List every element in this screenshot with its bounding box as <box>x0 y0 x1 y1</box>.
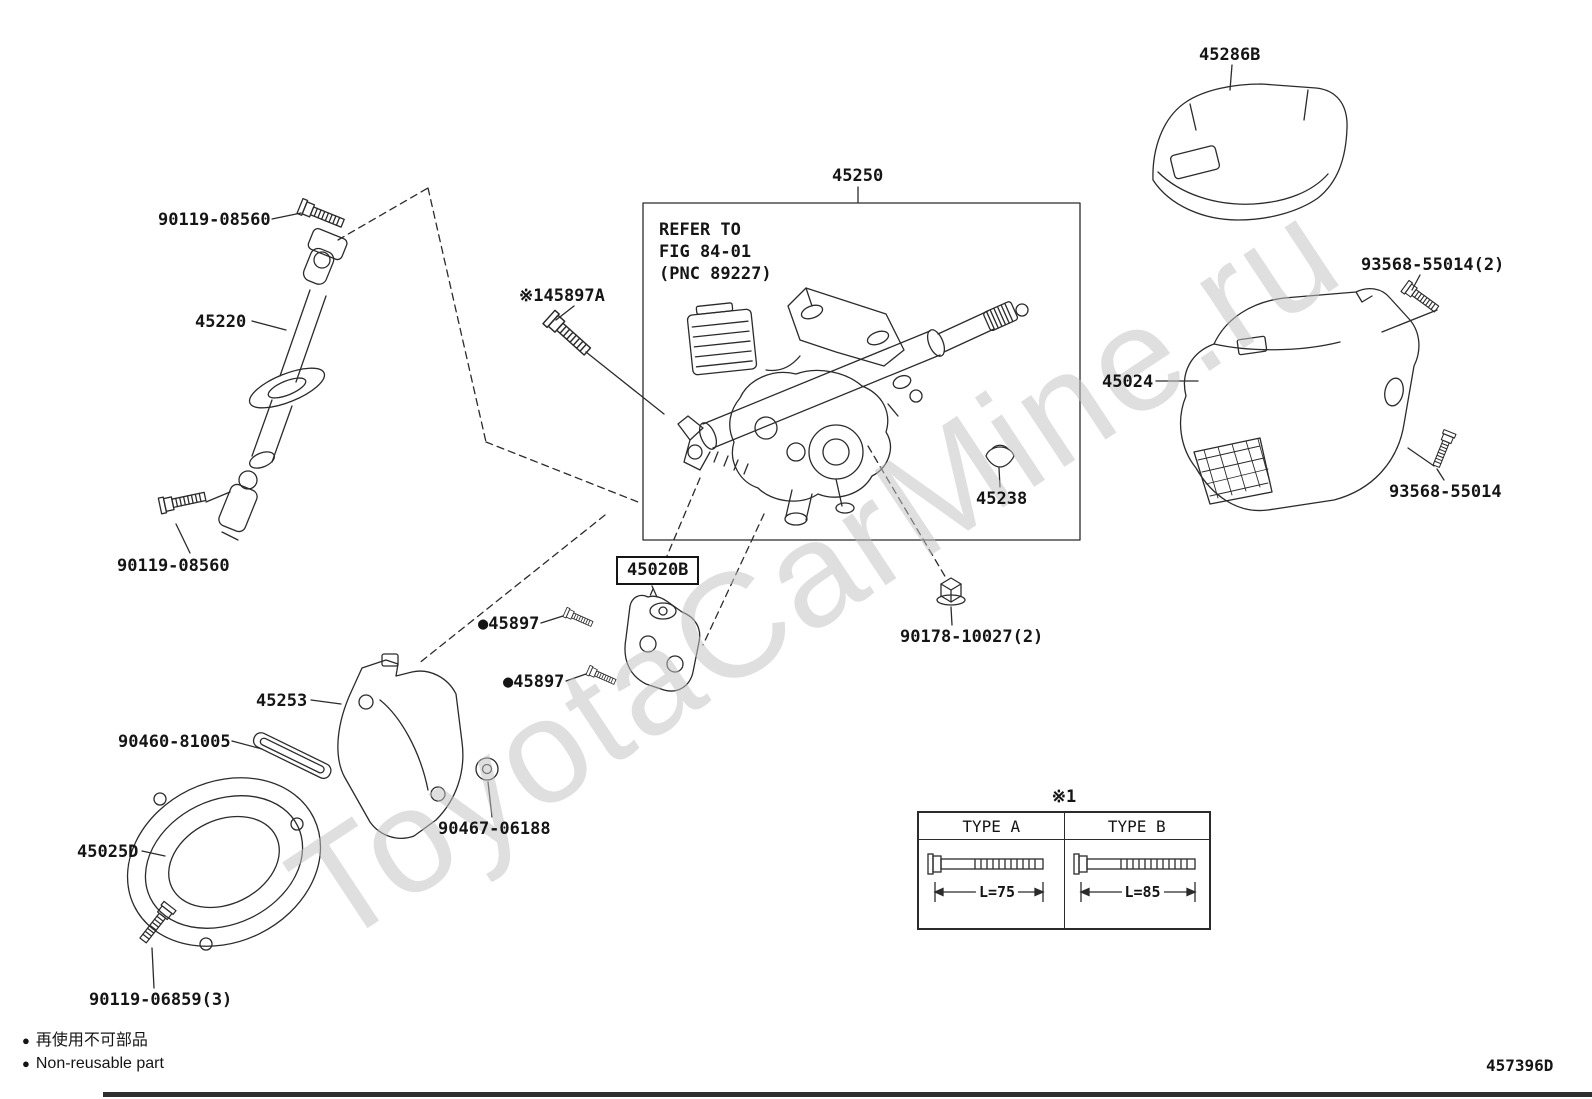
part-label-93568-55014-upper[interactable]: 93568-55014(2) <box>1361 255 1505 275</box>
nut-drawing <box>936 577 966 606</box>
legend: ● 再使用不可部品 ● Non-reusable part <box>22 1029 164 1075</box>
non-reusable-bullet-icon: ● <box>22 1033 30 1048</box>
bottom-bar <box>103 1092 1592 1097</box>
refer-note-line2: FIG 84-01 <box>659 242 752 262</box>
bolt-length-b: L=85 <box>1121 883 1164 901</box>
part-label-90178-10027[interactable]: 90178-10027(2) <box>900 627 1044 647</box>
construction-lines <box>337 187 947 665</box>
clip-drawing <box>985 444 1015 468</box>
part-label-90119-06859[interactable]: 90119-06859(3) <box>89 990 233 1010</box>
part-label-45024[interactable]: 45024 <box>1102 372 1154 392</box>
table-title: ※1 <box>1051 787 1077 807</box>
bolt-type-table: ※1 TYPE A TYPE B <box>917 787 1211 930</box>
part-label-93568-55014-lower[interactable]: 93568-55014 <box>1389 482 1502 502</box>
refer-note-line3: (PNC 89227) <box>659 264 772 284</box>
figure-number: 457396D <box>1486 1056 1554 1075</box>
part-label-90467-06188[interactable]: 90467-06188 <box>438 819 551 839</box>
part-label-45897-second[interactable]: ●45897 <box>503 672 565 692</box>
bracket-45020B-drawing <box>624 594 701 692</box>
part-label-90119-08560-upper[interactable]: 90119-08560 <box>158 210 271 230</box>
part-label-45897-first[interactable]: ●45897 <box>478 614 540 634</box>
part-label-45286B[interactable]: 45286B <box>1199 45 1261 65</box>
refer-note: REFER TO FIG 84-01 (PNC 89227) <box>659 219 772 285</box>
ecu-drawing <box>686 302 758 376</box>
lower-cover-drawing <box>1179 287 1420 512</box>
part-label-45025D[interactable]: 45025D <box>77 842 139 862</box>
grommet-drawing <box>475 757 499 781</box>
part-label-45250[interactable]: 45250 <box>832 166 884 186</box>
part-label-90460-81005[interactable]: 90460-81005 <box>118 732 231 752</box>
upper-cover-drawing <box>1152 83 1348 221</box>
part-label-45897A[interactable]: ※145897A <box>519 286 605 306</box>
bolt-drawings <box>136 197 1457 946</box>
steering-column-drawing <box>677 287 1029 526</box>
part-label-45020B[interactable]: 45020B <box>616 556 700 585</box>
bolt-length-a: L=75 <box>975 883 1019 901</box>
non-reusable-bullet-icon: ● <box>22 1056 30 1071</box>
legend-line-jp: ● 再使用不可部品 <box>22 1029 164 1052</box>
part-label-45253[interactable]: 45253 <box>256 691 308 711</box>
gasket-drawing <box>252 732 332 779</box>
table-cell-type-a: L=75 <box>919 840 1064 928</box>
legend-text-en: Non-reusable part <box>35 1055 164 1072</box>
part-label-90119-08560-lower[interactable]: 90119-08560 <box>117 556 230 576</box>
table-cell-type-b: L=85 <box>1063 840 1210 928</box>
legend-line-en: ● Non-reusable part <box>22 1052 164 1075</box>
table-header-type-a: TYPE A <box>962 817 1021 836</box>
bracket-45253-drawing <box>337 653 464 839</box>
leader-lines <box>141 64 1445 989</box>
assembly-frame <box>642 202 1081 541</box>
legend-text-jp: 再使用不可部品 <box>35 1032 148 1049</box>
table-header-type-b: TYPE B <box>1063 813 1210 839</box>
hole-cover-drawing <box>126 777 322 951</box>
part-label-45220[interactable]: 45220 <box>195 312 247 332</box>
part-label-45238[interactable]: 45238 <box>976 489 1028 509</box>
refer-note-line1: REFER TO <box>659 220 741 240</box>
intermediate-shaft-drawing <box>218 228 348 541</box>
